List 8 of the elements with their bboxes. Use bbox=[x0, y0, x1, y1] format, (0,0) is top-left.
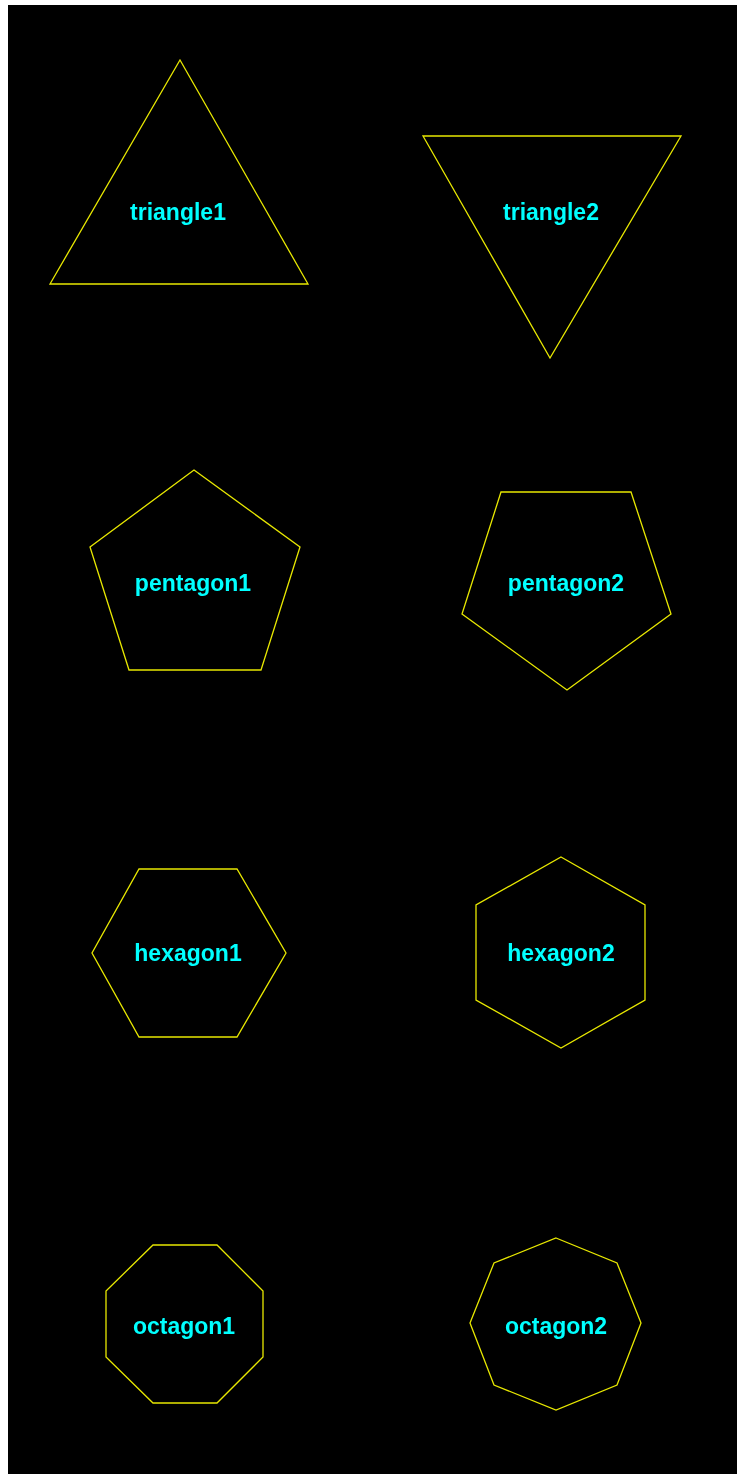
shape-label: triangle1 bbox=[130, 198, 226, 226]
shape-label: pentagon1 bbox=[134, 569, 252, 597]
shape-label: hexagon1 bbox=[134, 939, 242, 967]
shape-label: octagon2 bbox=[504, 1312, 608, 1340]
shape-label: triangle2 bbox=[503, 198, 599, 226]
shape-label: hexagon2 bbox=[507, 939, 615, 967]
shape-label: octagon1 bbox=[132, 1312, 236, 1340]
shape-label: pentagon2 bbox=[507, 569, 625, 597]
